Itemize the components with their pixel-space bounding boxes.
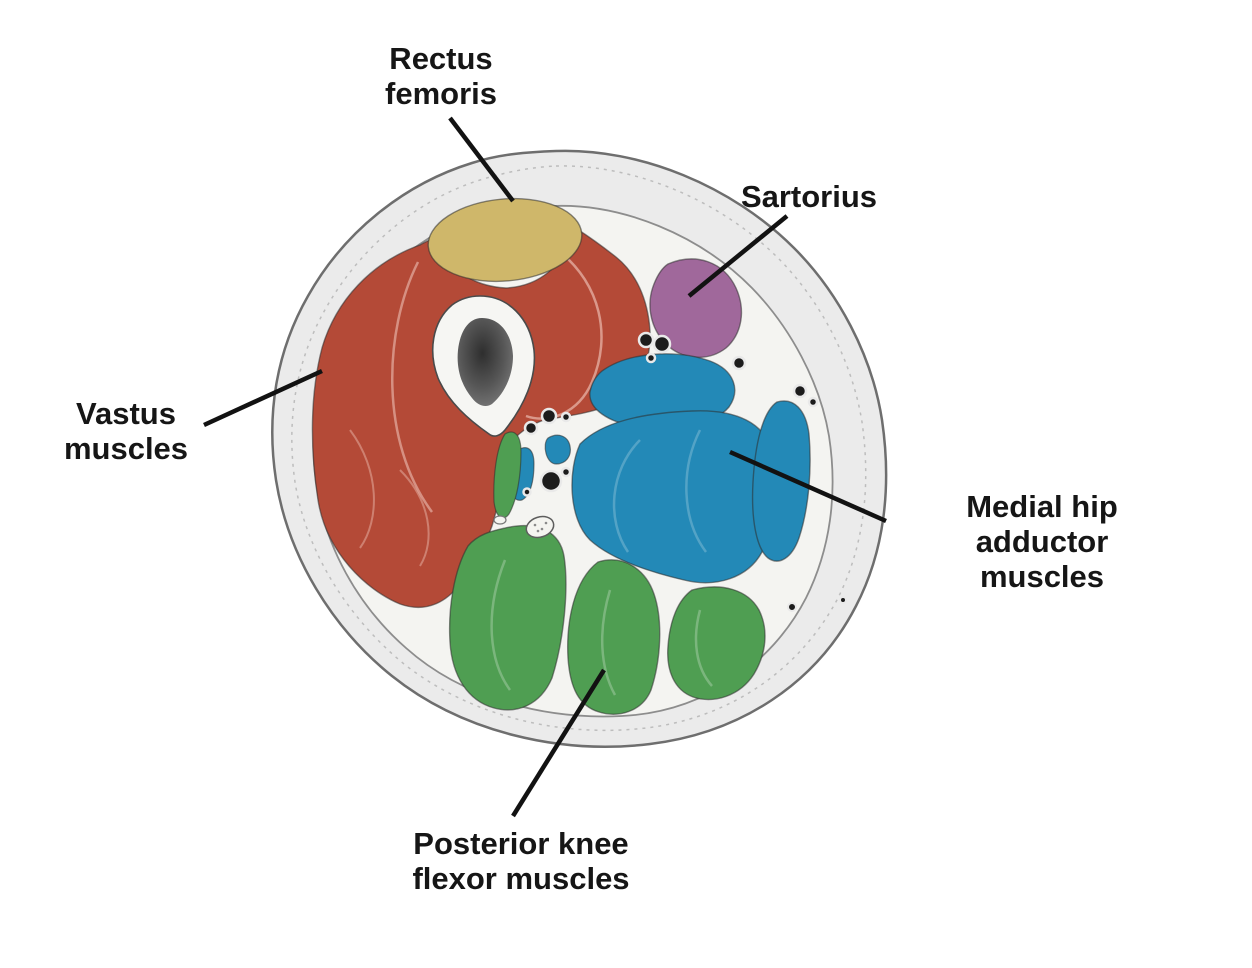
flexor-sliver-near-femur: [493, 431, 522, 519]
leader-rectus-femoris: [448, 116, 515, 203]
label-sartorius: Sartorius: [740, 179, 878, 214]
label-posterior-knee-flexors: Posterior knee flexor muscles: [412, 826, 630, 896]
flexor-lobe-left: [448, 524, 567, 711]
vessel-dots-lower-right: [787, 596, 847, 612]
femur-marrow: [457, 318, 513, 406]
leader-medial-adductors: [729, 449, 887, 524]
leader-vastus: [203, 368, 323, 428]
sartorius-region: [649, 258, 743, 359]
skin-inner-contour: [291, 165, 867, 732]
flexor-lobe-middle: [567, 559, 661, 715]
leader-posterior-flexors: [511, 668, 606, 818]
adductor-fiber-swirl: [612, 429, 708, 553]
label-vastus-muscles: Vastus muscles: [63, 396, 189, 466]
adductor-lobe-main: [571, 410, 776, 584]
vastus-fiber-swirl-3: [349, 429, 430, 567]
adductor-lobe-right: [751, 400, 811, 562]
flexor-lobe-right: [667, 586, 766, 701]
vessel-cluster-central: [522, 407, 572, 497]
vessel-cluster-below-sartorius: [637, 331, 819, 408]
small-fat-oval: [493, 515, 507, 525]
nerve-stipple-dots: [533, 521, 548, 533]
rectus-femoris-region: [427, 197, 583, 283]
flexor-fiber-swirl: [490, 559, 713, 696]
adductor-finger: [544, 434, 571, 465]
label-rectus-femoris: Rectus femoris: [385, 41, 497, 111]
label-medial-hip-adductors: Medial hip adductor muscles: [966, 489, 1118, 594]
sciatic-nerve: [525, 515, 555, 539]
leader-sartorius: [687, 214, 789, 298]
vastus-fiber-swirl: [390, 261, 434, 513]
